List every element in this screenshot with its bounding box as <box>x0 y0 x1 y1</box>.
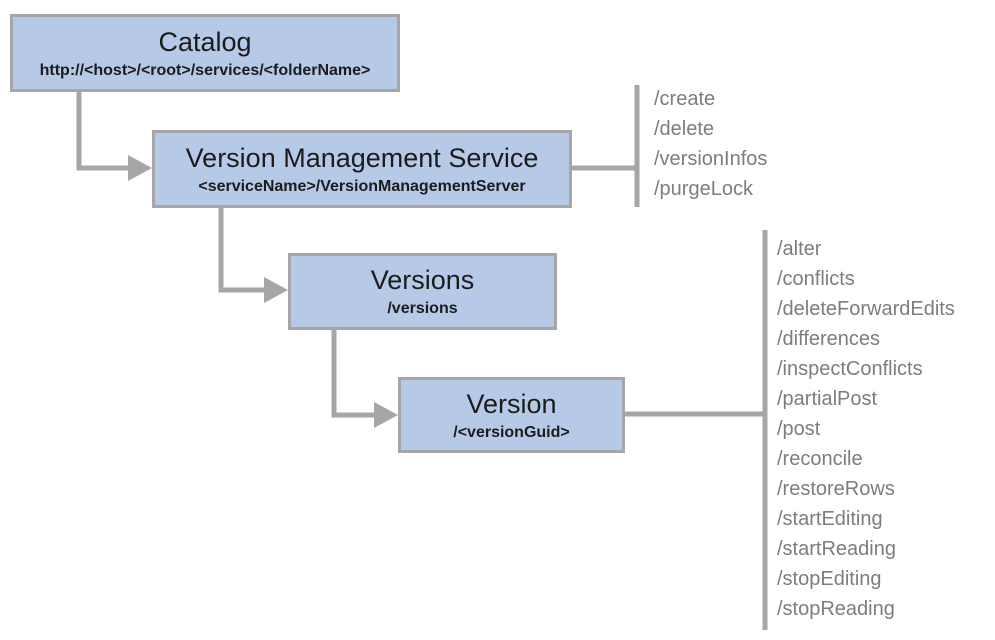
operation-item: /differences <box>777 328 881 350</box>
operation-item: /stopReading <box>777 598 895 620</box>
operation-item: /inspectConflicts <box>777 358 923 380</box>
connector-versions-to-version <box>331 330 376 418</box>
operation-item: /stopEditing <box>777 568 882 590</box>
node-title: Catalog <box>158 26 252 57</box>
operations-list-vms: /create /delete /versionInfos /purgeLock <box>654 84 767 204</box>
operation-item: /delete <box>654 118 715 140</box>
operation-item: /alter <box>777 238 822 260</box>
operation-item: /purgeLock <box>654 178 753 200</box>
arrowhead-catalog-to-vms <box>128 155 152 181</box>
arrowhead-versions-to-version <box>374 402 398 428</box>
operation-item: /deleteForwardEdits <box>777 298 955 320</box>
operation-item: /partialPost <box>777 388 878 410</box>
arrowhead-vms-to-versions <box>264 277 288 303</box>
node-title: Version Management Service <box>185 142 539 173</box>
operation-item: /reconcile <box>777 448 863 470</box>
node-subtitle: /<versionGuid> <box>453 423 570 441</box>
node-version: Version /<versionGuid> <box>398 377 625 453</box>
operation-item: /create <box>654 88 716 110</box>
node-subtitle: /versions <box>387 300 458 318</box>
operation-item: /conflicts <box>777 268 855 290</box>
node-catalog: Catalog http://<host>/<root>/services/<f… <box>10 14 400 92</box>
node-versions: Versions /versions <box>288 253 557 330</box>
operation-item: /post <box>777 418 821 440</box>
operations-list-version: /alter /conflicts /deleteForwardEdits /d… <box>777 234 955 624</box>
connector-vms-to-versions <box>218 208 266 293</box>
connector-catalog-to-vms <box>76 92 134 171</box>
operation-item: /startReading <box>777 538 896 560</box>
node-subtitle: http://<host>/<root>/services/<folderNam… <box>39 61 371 79</box>
operation-item: /versionInfos <box>654 148 768 170</box>
node-version-management-service: Version Management Service <serviceName>… <box>152 130 572 208</box>
operation-item: /startEditing <box>777 508 883 530</box>
node-title: Version <box>466 388 557 419</box>
node-title: Versions <box>370 265 475 296</box>
node-subtitle: <serviceName>/VersionManagementServer <box>198 177 526 195</box>
operation-item: /restoreRows <box>777 478 895 500</box>
